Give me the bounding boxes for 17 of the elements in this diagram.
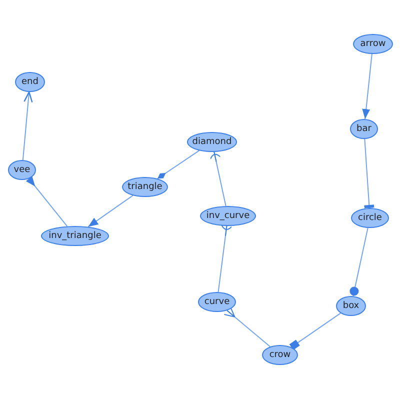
- ellipse-node: bar: [350, 119, 378, 139]
- connector-arrow: [22, 91, 33, 161]
- ellipse-node: inv_curve: [200, 206, 256, 226]
- connector-arrow: [223, 306, 271, 348]
- ellipse-node: circle: [351, 208, 389, 228]
- ellipse-node: diamond: [187, 132, 237, 152]
- ellipse-node: triangle: [122, 177, 168, 197]
- ellipse-node: inv_triangle: [41, 226, 109, 246]
- ellipse-node: curve: [198, 292, 236, 312]
- ellipse-node: box: [336, 296, 366, 316]
- ellipse-node: vee: [8, 160, 36, 180]
- connector-arrow: [88, 195, 134, 228]
- ellipse-node: crow: [262, 345, 298, 365]
- connector-arrow: [362, 53, 372, 120]
- connector-arrow: [26, 176, 68, 227]
- ellipse-node: arrow: [353, 34, 393, 54]
- ellipse-node: end: [15, 72, 45, 92]
